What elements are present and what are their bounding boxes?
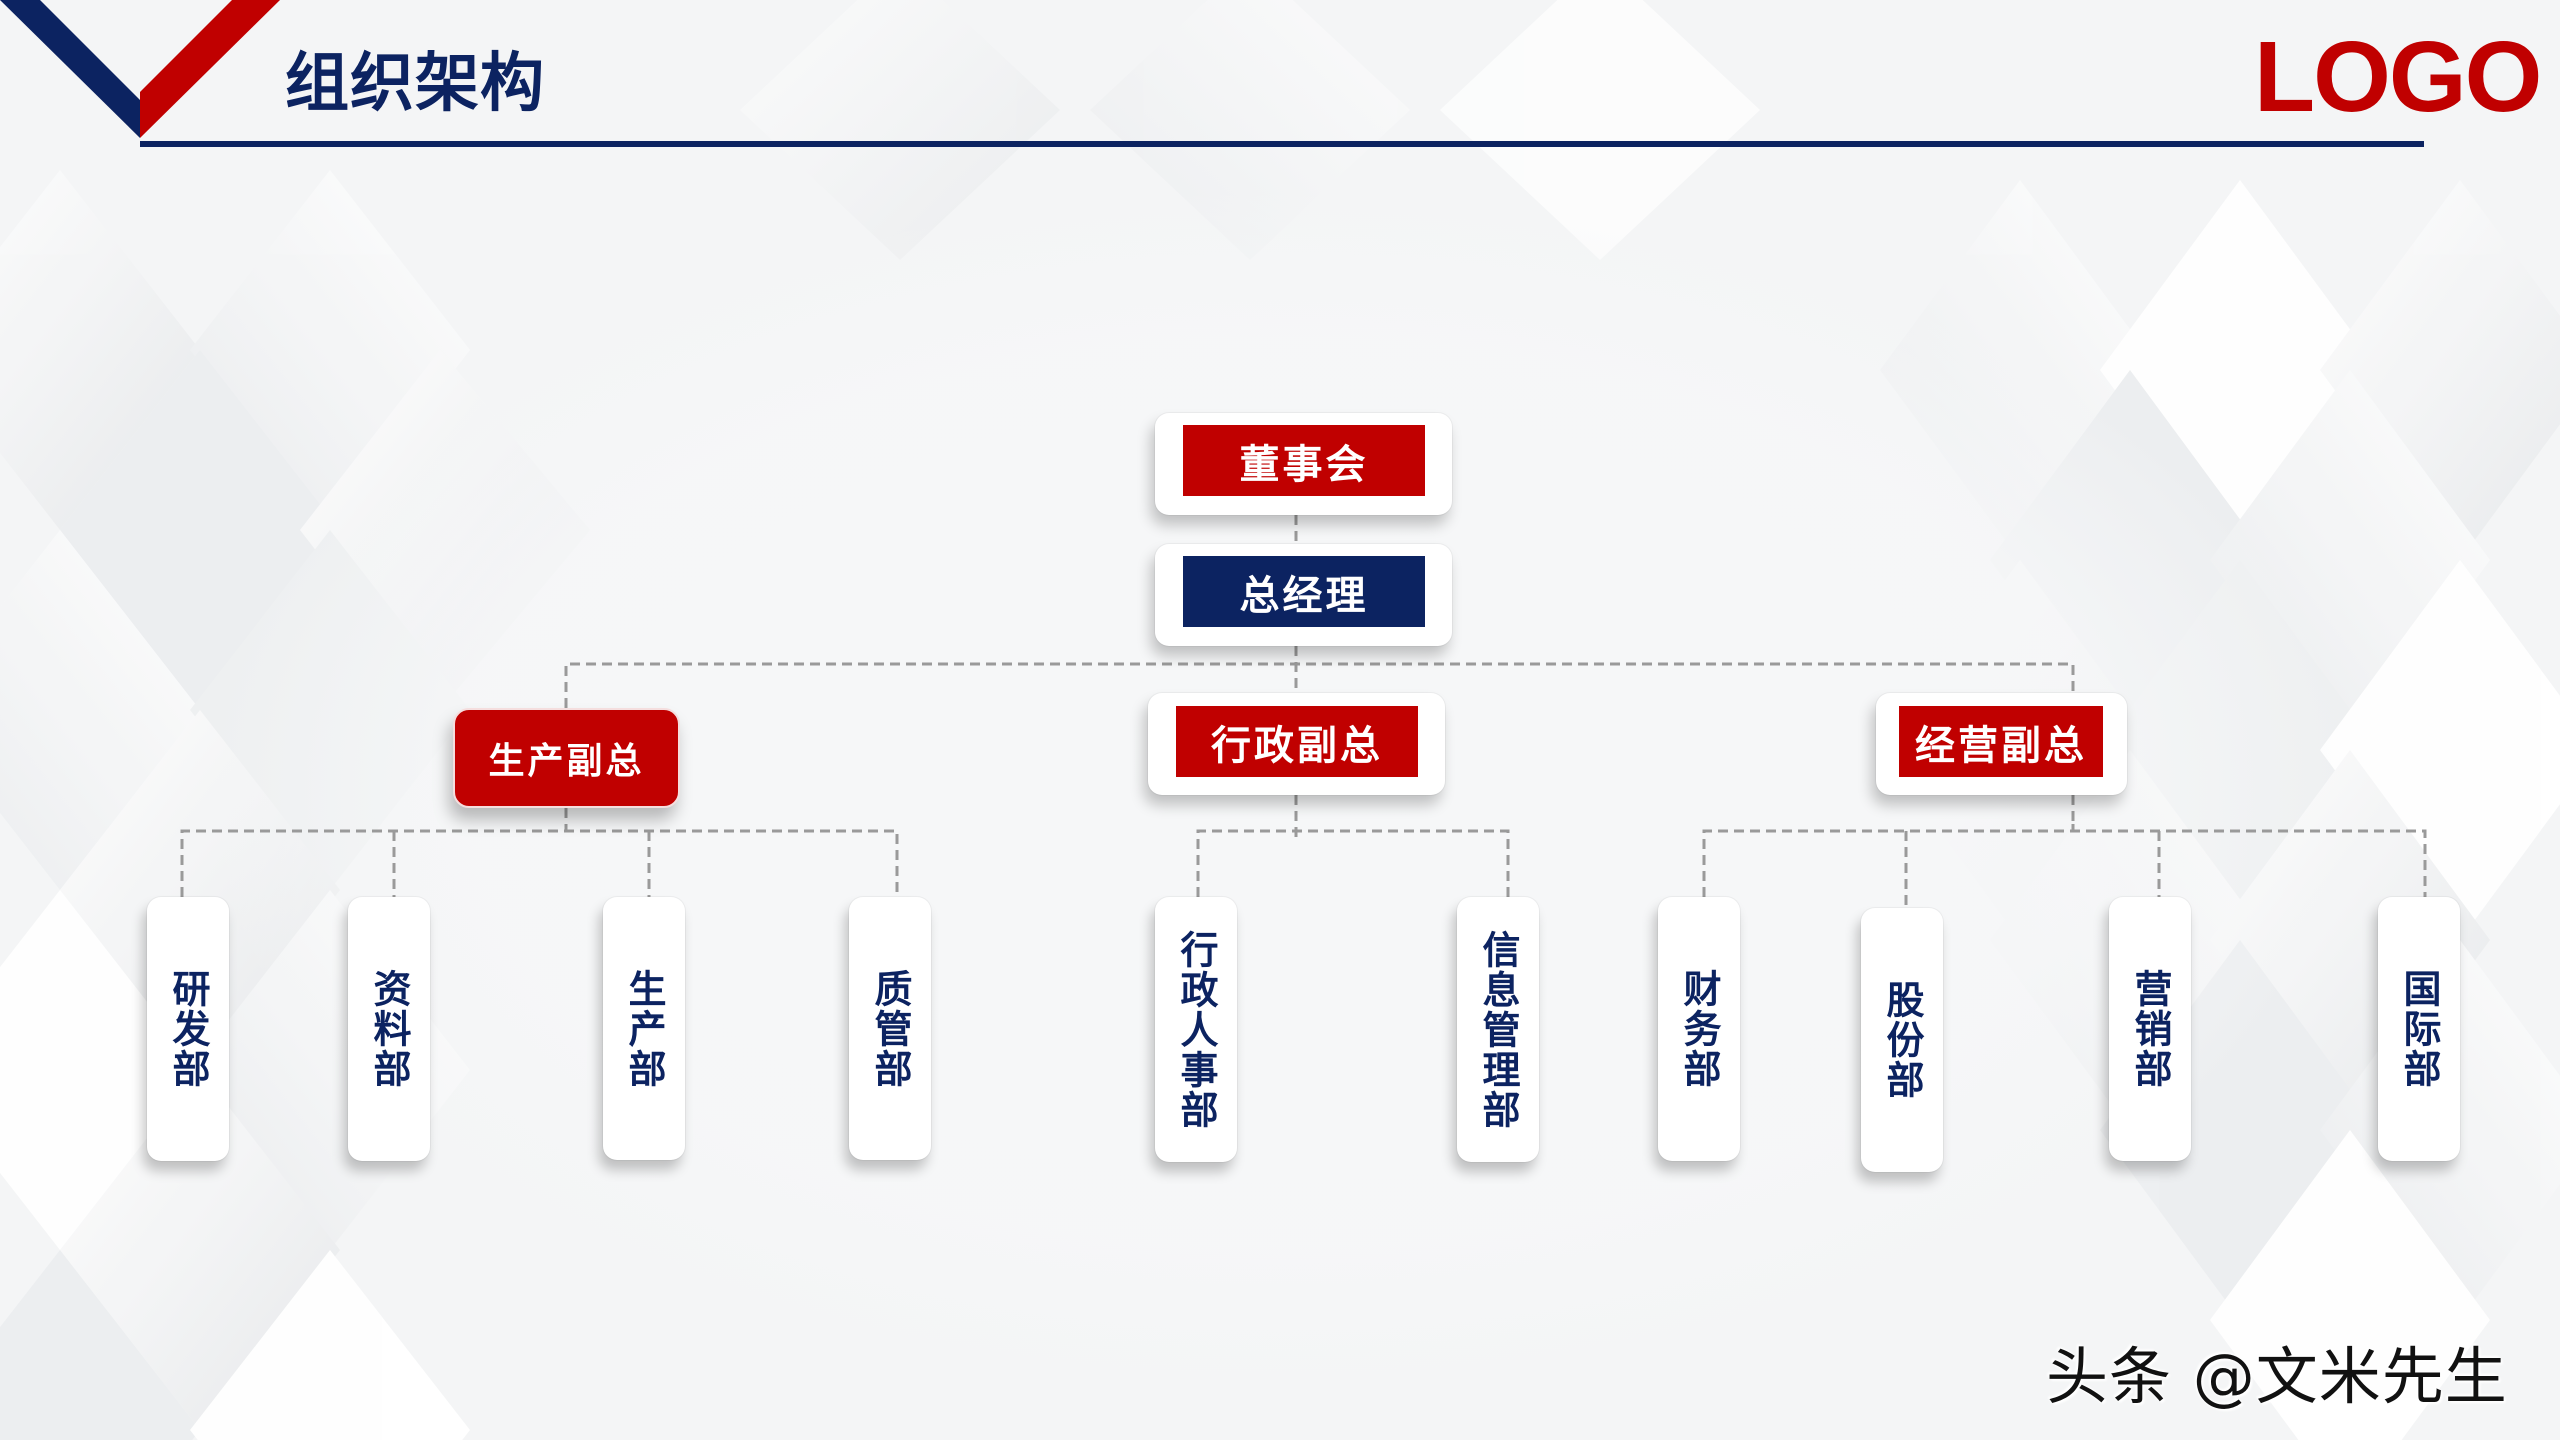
dept-label: 国际部 xyxy=(2397,969,2441,1089)
vp-operations-card[interactable]: 经营副总 xyxy=(1876,693,2127,795)
watermark: 头条 @文米先生 xyxy=(2046,1340,2508,1413)
dept-rnd[interactable]: 研发部 xyxy=(147,897,229,1161)
header-navy-stripe xyxy=(0,0,140,138)
vp-administration-label: 行政副总 xyxy=(1176,706,1418,777)
dept-marketing[interactable]: 营销部 xyxy=(2109,897,2191,1161)
header-divider xyxy=(140,141,2424,147)
dept-materials[interactable]: 资料部 xyxy=(348,897,430,1161)
dept-quality[interactable]: 质管部 xyxy=(849,897,931,1160)
header-red-stripe xyxy=(140,0,280,138)
dept-label: 生产部 xyxy=(622,968,666,1089)
dept-international[interactable]: 国际部 xyxy=(2378,897,2460,1161)
dept-label: 财务部 xyxy=(1677,969,1721,1089)
logo: LOGO xyxy=(2254,21,2542,133)
dept-label: 资料部 xyxy=(367,969,411,1089)
dept-label: 信息管理部 xyxy=(1476,929,1520,1130)
vp-administration-card[interactable]: 行政副总 xyxy=(1148,693,1445,795)
board-label: 董事会 xyxy=(1183,425,1425,496)
dept-shares[interactable]: 股份部 xyxy=(1861,908,1943,1172)
dept-production[interactable]: 生产部 xyxy=(603,897,685,1160)
board-card[interactable]: 董事会 xyxy=(1155,413,1452,515)
dept-label: 股份部 xyxy=(1880,980,1924,1100)
general-manager-label: 总经理 xyxy=(1183,556,1425,627)
vp-production-card[interactable]: 生产副总 xyxy=(453,708,680,808)
dept-label: 营销部 xyxy=(2128,969,2172,1089)
dept-label: 行政人事部 xyxy=(1174,929,1218,1130)
dept-finance[interactable]: 财务部 xyxy=(1658,897,1740,1161)
dept-admin-hr[interactable]: 行政人事部 xyxy=(1155,897,1237,1162)
dept-label: 研发部 xyxy=(166,969,210,1089)
page-title: 组织架构 xyxy=(285,47,545,121)
general-manager-card[interactable]: 总经理 xyxy=(1155,544,1452,646)
dept-label: 质管部 xyxy=(868,968,912,1089)
vp-operations-label: 经营副总 xyxy=(1899,706,2103,777)
dept-info-management[interactable]: 信息管理部 xyxy=(1457,897,1539,1162)
